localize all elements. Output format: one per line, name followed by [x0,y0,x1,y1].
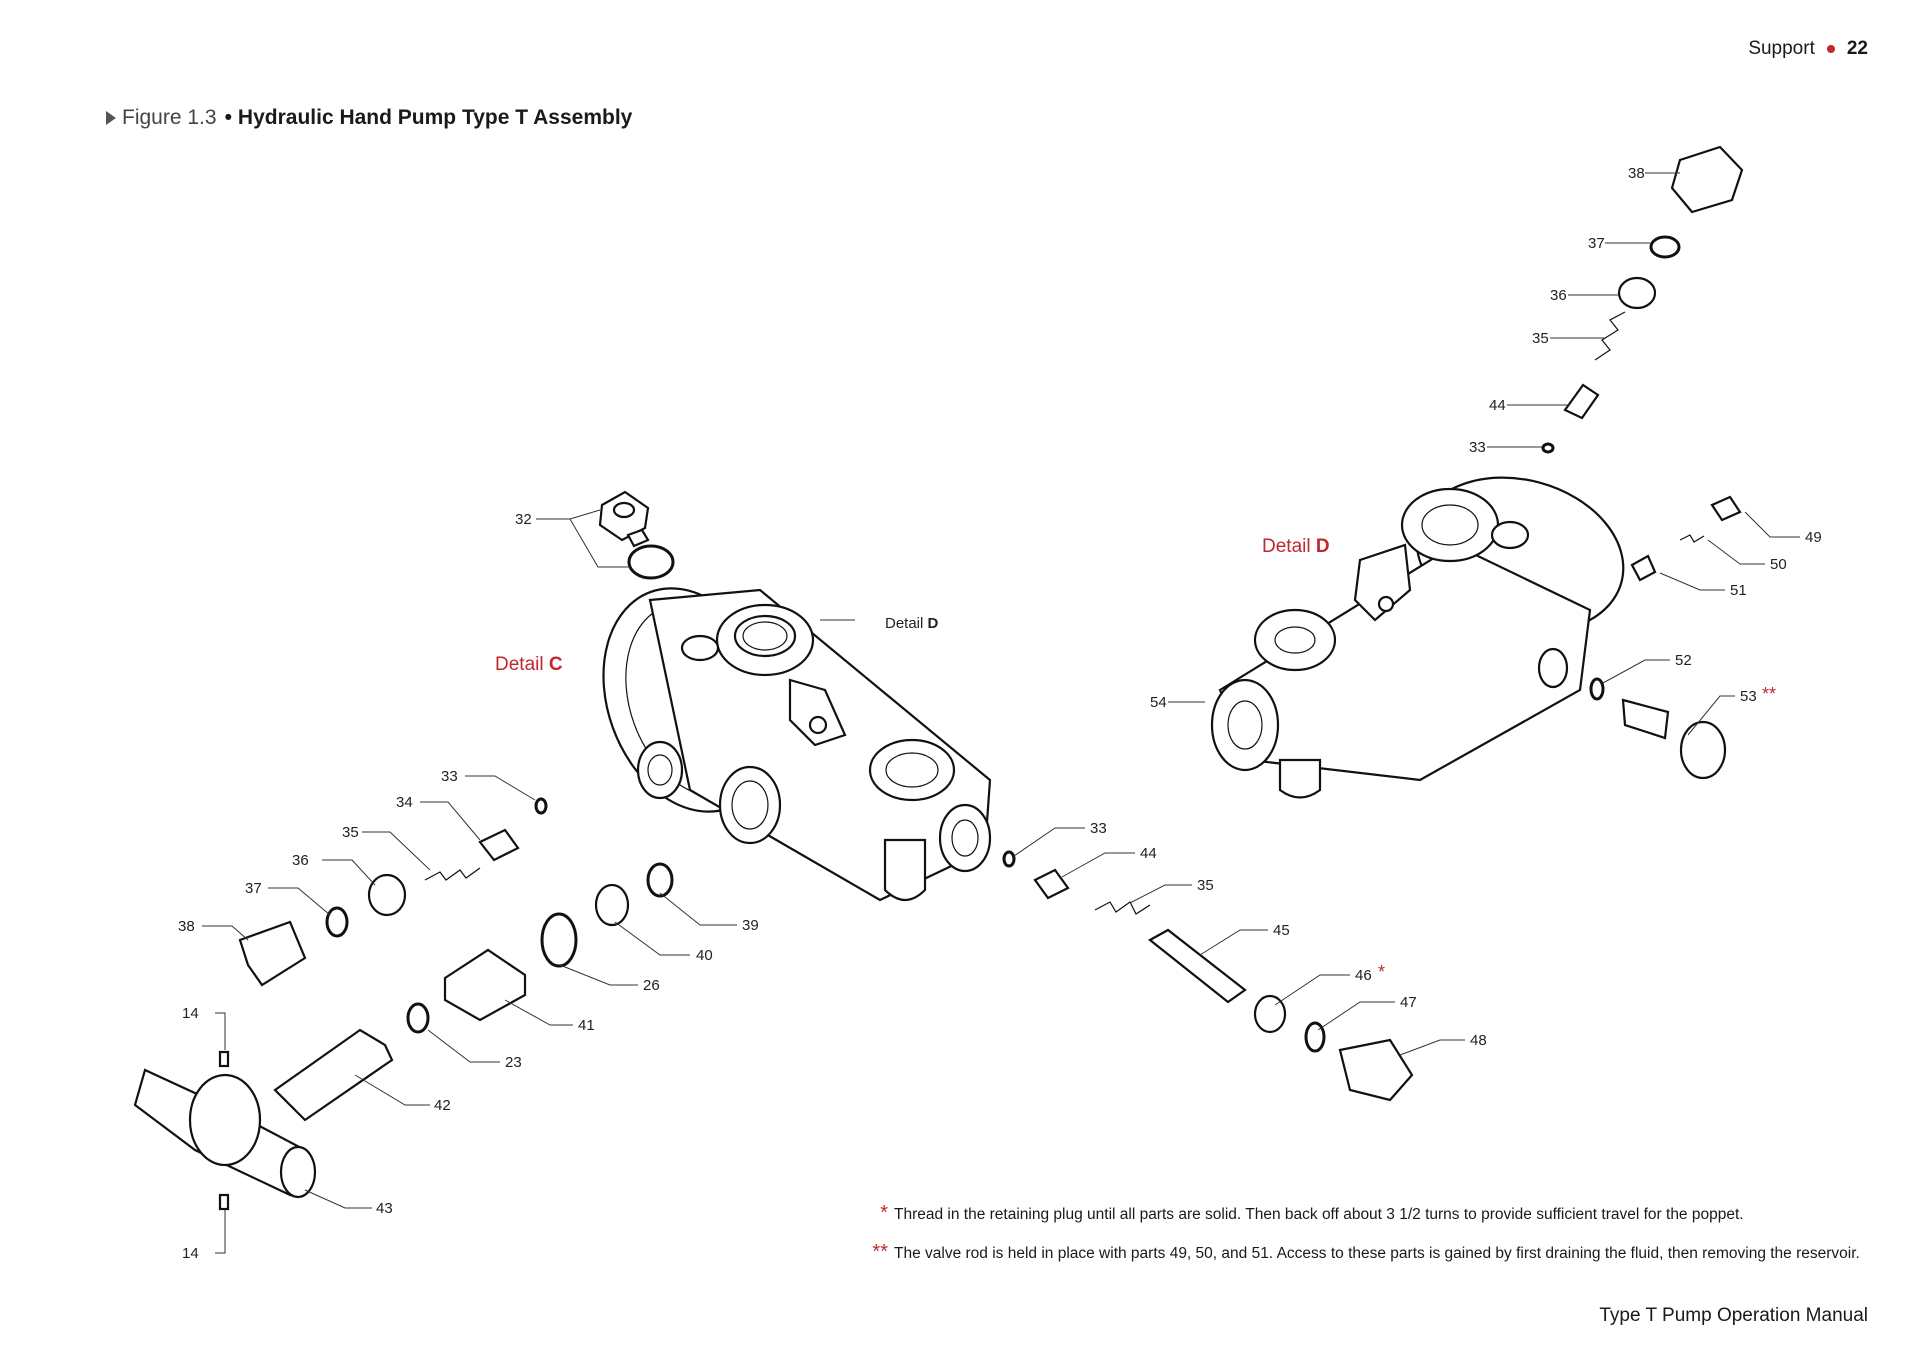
part-33c-oring [1541,442,1555,454]
label-54: 54 [1150,694,1167,711]
label-33-right: 33 [1090,820,1107,837]
label-45: 45 [1273,922,1290,939]
label-38-detail-d: 38 [1628,165,1645,182]
part-50-spring [1679,534,1705,543]
part-44b-poppet [1563,383,1600,420]
label-44-detail-d: 44 [1489,397,1506,414]
part-33-oring [534,797,548,815]
label-50: 50 [1770,556,1787,573]
svg-text:Detail D: Detail D [885,615,939,632]
asterisk-46: * [1378,962,1385,982]
page-header: Support 22 [1748,38,1868,60]
label-46: 46 [1355,967,1372,984]
label-44: 44 [1140,845,1157,862]
label-36-detail-d: 36 [1550,287,1567,304]
footnote-single-asterisk: * Thread in the retaining plug until all… [866,1202,1860,1225]
bullet-dot-icon [1826,45,1835,53]
part-48-plug [1338,1038,1414,1102]
figure-title: Figure 1.3 • Hydraulic Hand Pump Type T … [106,106,632,130]
footnote-mark: * [880,1202,888,1224]
label-23: 23 [505,1054,522,1071]
label-47: 47 [1400,994,1417,1011]
part-44-poppet [1033,868,1070,900]
figure-name: Hydraulic Hand Pump Type T Assembly [237,106,633,129]
part-26-oring [540,912,578,968]
section-name: Support [1748,38,1815,59]
asterisk-53: ** [1762,684,1776,704]
part-51-pin [1630,554,1657,582]
part-53-valve-knob [1621,698,1727,780]
part-35-spring [424,867,481,881]
label-35: 35 [342,824,359,841]
label-41: 41 [578,1017,595,1034]
label-38: 38 [178,918,195,935]
label-53: 53 [1740,688,1757,705]
label-39: 39 [742,917,759,934]
part-38-plug [238,920,307,987]
label-36: 36 [292,852,309,869]
footnote-text: The valve rod is held in place with part… [894,1245,1860,1262]
label-14-top: 14 [182,1005,199,1022]
footnote-mark: ** [872,1241,888,1263]
label-34: 34 [396,794,413,811]
label-40: 40 [696,947,713,964]
label-26: 26 [643,977,660,994]
part-42-piston [273,1028,394,1122]
triangle-right-icon [106,111,116,125]
part-41-gland-nut [443,948,527,1022]
part-45-valve-rod [1148,928,1247,1004]
part-49-screw [1710,495,1742,522]
label-33: 33 [441,768,458,785]
part-38b-plug [1670,145,1744,214]
bullet-separator: • [224,106,232,129]
page-number: 22 [1846,38,1868,59]
svg-text:Detail D: Detail D [1262,536,1330,557]
part-32-plug [598,490,675,580]
label-37-detail-d: 37 [1588,235,1605,252]
detail-d-callout: Detail D [885,615,939,632]
part-37-oring [325,906,349,938]
figure-number: Figure 1.3 [122,106,217,129]
part-47-oring [1304,1021,1326,1053]
label-48: 48 [1470,1032,1487,1049]
part-36b-seat [1617,276,1657,310]
footnote-text: Thread in the retaining plug until all p… [894,1206,1744,1223]
part-40-washer [594,883,630,927]
part-52-oring [1589,677,1605,701]
part-39-oring [646,862,674,898]
part-number-labels: 32 33 34 35 36 37 38 39 40 26 41 23 42 4… [178,165,1822,1262]
page-footer: Type T Pump Operation Manual [1599,1305,1868,1326]
detail-d-body [1210,476,1625,799]
label-37: 37 [245,880,262,897]
part-34-poppet [478,828,520,862]
part-35b-spring [1094,901,1151,915]
svg-text:Detail C: Detail C [495,654,563,675]
leader-lines [202,172,1800,1254]
label-35-detail-d: 35 [1532,330,1549,347]
main-pump-body [602,587,992,902]
part-23-oring [406,1002,430,1034]
label-32: 32 [515,511,532,528]
part-36-seat [367,873,407,917]
label-49: 49 [1805,529,1822,546]
part-35c-spring [1594,311,1626,361]
part-33b-oring [1002,850,1016,868]
detail-d-label: Detail D [1262,536,1330,557]
footnotes: * Thread in the retaining plug until all… [866,1202,1860,1280]
label-42: 42 [434,1097,451,1114]
part-46-retaining-plug [1253,994,1287,1034]
label-14-bottom: 14 [182,1245,199,1262]
label-52: 52 [1675,652,1692,669]
part-37b-oring [1649,235,1681,259]
detail-c-label: Detail C [495,654,563,675]
part-14-setscrew-bottom [218,1193,230,1211]
label-35-right: 35 [1197,877,1214,894]
label-43: 43 [376,1200,393,1217]
footnote-double-asterisk: ** The valve rod is held in place with p… [866,1241,1860,1264]
label-51: 51 [1730,582,1747,599]
part-43-handle-socket [133,1068,317,1199]
label-33-detail-d: 33 [1469,439,1486,456]
part-14-setscrew-top [218,1050,230,1068]
